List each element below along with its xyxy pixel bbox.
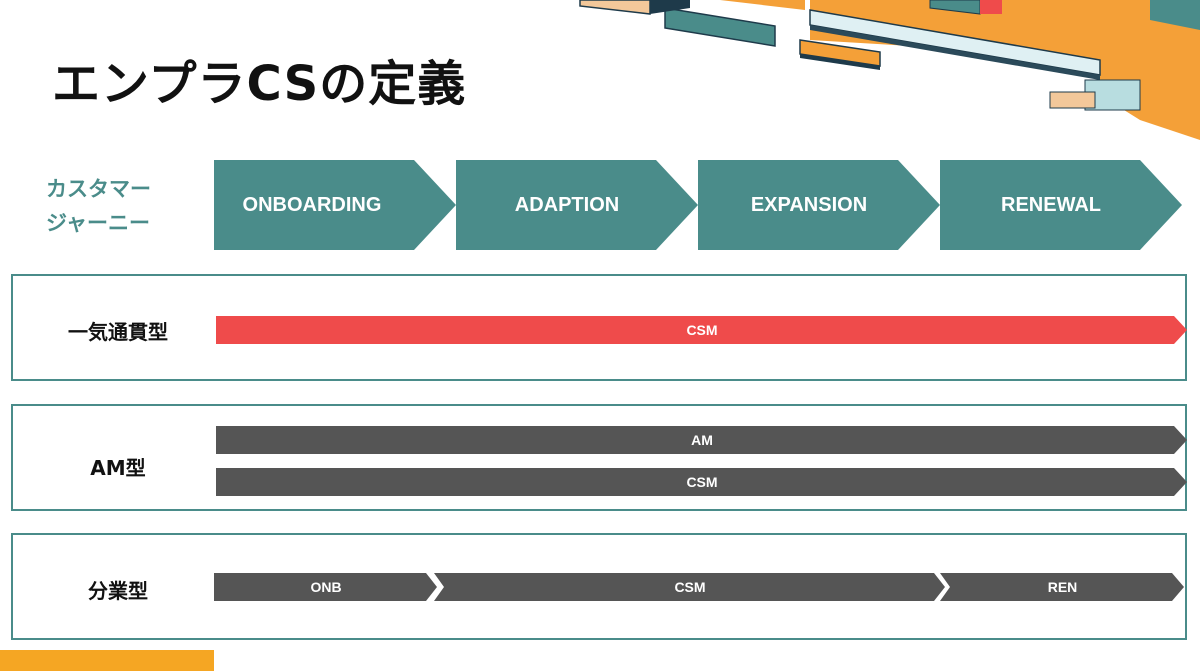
bar-am-label: AM: [691, 432, 713, 448]
decorative-graphic: [579, 0, 1200, 140]
stage-arrow-renewal: [940, 160, 1182, 250]
customer-journey-stages: ONBOARDING ADAPTION EXPANSION RENEWAL: [214, 160, 1184, 250]
stage-onboarding: ONBOARDING: [242, 194, 382, 216]
stage-expansion: EXPANSION: [750, 194, 868, 216]
stage-arrow-adaption: [456, 160, 698, 250]
bar-ren: REN: [940, 573, 1185, 601]
stage-arrow-expansion: [698, 160, 940, 250]
stage-adaption: ADAPTION: [514, 194, 620, 216]
footer-accent-bar: [0, 650, 214, 671]
stage-arrow-onboarding: [214, 160, 456, 250]
bar-onb-label: ONB: [310, 579, 342, 595]
bar-am: AM: [216, 426, 1188, 454]
stage-renewal: RENEWAL: [1001, 194, 1101, 216]
stages-graphic: [214, 160, 1182, 250]
bar-onb: ONB: [214, 573, 438, 601]
model-box-integrated: 一気通貫型 CSM: [11, 274, 1187, 381]
bar-csm: CSM: [216, 316, 1188, 344]
model-box-divided: 分業型 ONB CSM REN: [11, 533, 1187, 640]
model-label-integrated: 一気通貫型: [68, 320, 168, 344]
bar-csm: CSM: [434, 573, 946, 601]
bar-csm-label: CSM: [686, 474, 718, 490]
model-label-divided: 分業型: [88, 579, 148, 603]
bar-ren-label: REN: [1047, 579, 1078, 595]
bar-csm-label: CSM: [674, 579, 706, 595]
model-box-am: AM型 AM CSM: [11, 404, 1187, 511]
bar-csm-label: CSM: [686, 322, 718, 338]
page-title: エンプラCSの定義: [52, 56, 467, 112]
customer-journey-label: カスタマー ジャーニー: [46, 177, 151, 235]
bar-csm: CSM: [216, 468, 1188, 496]
model-label-am: AM型: [90, 456, 146, 480]
